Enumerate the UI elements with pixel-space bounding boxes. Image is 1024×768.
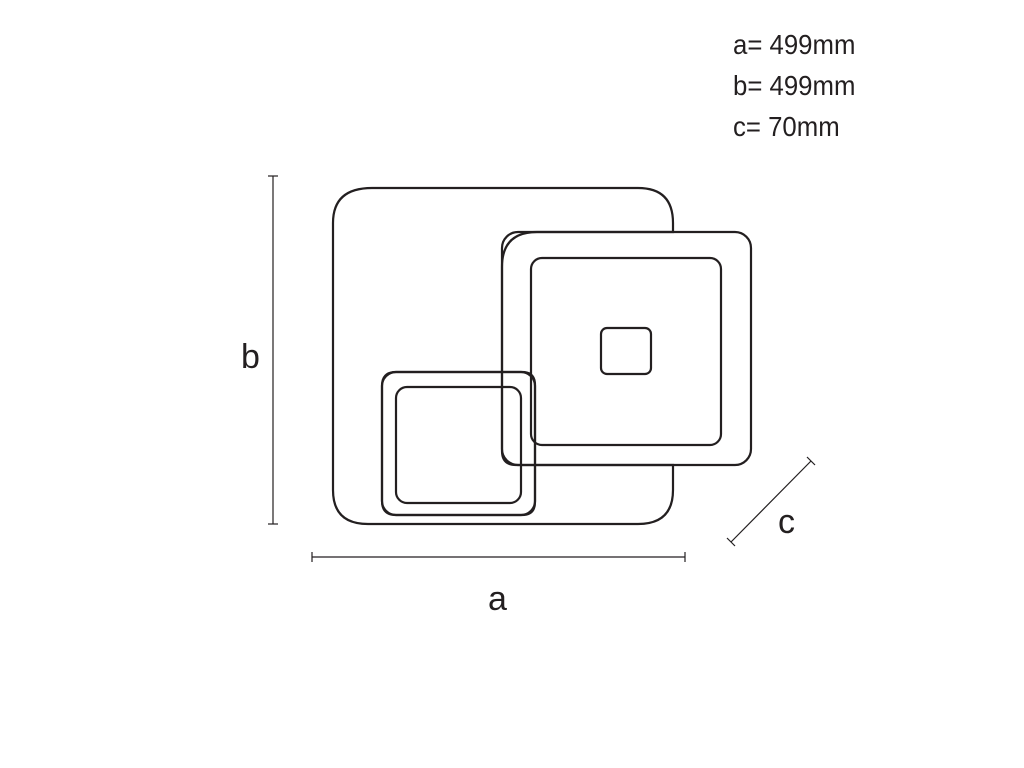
- dimension-line-b: [268, 175, 278, 525]
- spec-b: b= 499mm: [733, 70, 856, 101]
- dimension-line-a: [311, 552, 686, 562]
- label-a: a: [488, 580, 507, 618]
- label-c: c: [778, 503, 795, 541]
- label-b: b: [241, 338, 260, 376]
- spec-c: c= 70mm: [733, 111, 840, 142]
- dimension-line-c: [726, 456, 816, 547]
- right-frame-outer: [500, 230, 753, 467]
- center-square: [599, 326, 653, 376]
- spec-a: a= 499mm: [733, 29, 856, 60]
- dimension-specs: a= 499mm b= 499mm c= 70mm: [733, 24, 855, 147]
- right-frame-inner: [529, 256, 723, 447]
- small-frame-inner: [394, 385, 523, 505]
- small-frame-outer: [380, 370, 537, 517]
